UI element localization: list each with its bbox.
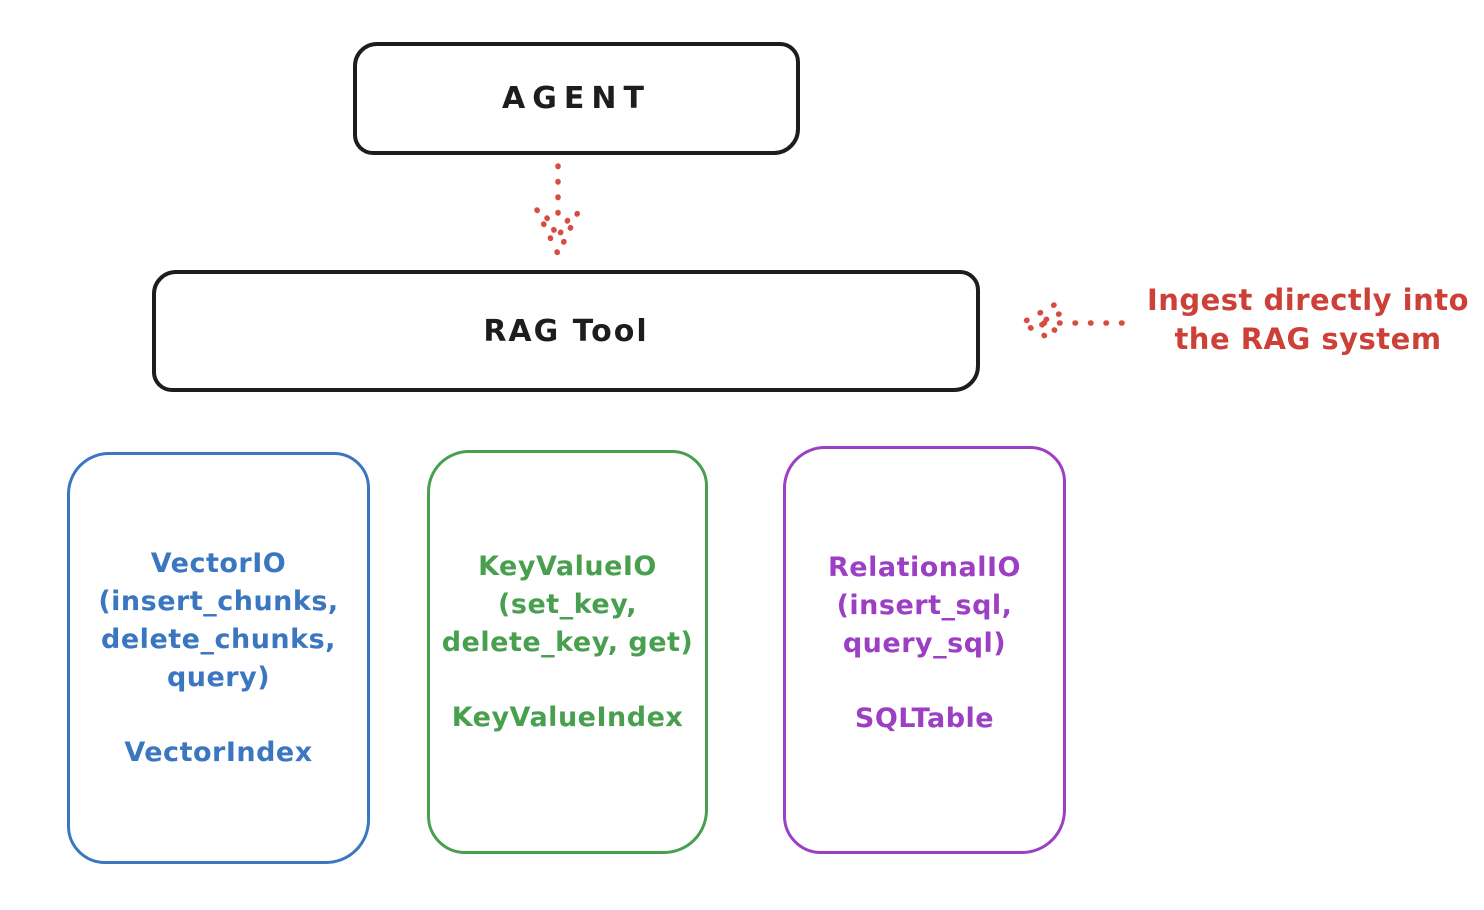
agent-node: AGENT [353, 42, 800, 155]
sql-table-label: SQLTable [854, 703, 995, 734]
vector-io-methods-line: query) [166, 662, 271, 693]
keyvalue-io-methods-line: (set_key, [498, 589, 637, 620]
keyvalue-io-methods-line: delete_key, get) [441, 627, 694, 658]
ingest-annotation-line2: the RAG system [1174, 322, 1442, 356]
relational-io-title: RelationalIO [828, 552, 1021, 583]
vector-io-node: VectorIO (insert_chunks, delete_chunks, … [67, 452, 370, 864]
annotation-to-rag-arrow-icon [1016, 302, 1137, 344]
keyvalue-index-label: KeyValueIndex [451, 702, 684, 733]
keyvalue-io-description: KeyValueIO (set_key, delete_key, get) [430, 548, 705, 662]
agent-node-label: AGENT [502, 81, 651, 116]
vector-io-title: VectorIO [150, 548, 287, 579]
keyvalue-io-title: KeyValueIO [478, 551, 657, 582]
rag-tool-node: RAG Tool [152, 270, 980, 392]
ingest-annotation: Ingest directly into the RAG system [1140, 281, 1476, 359]
vector-io-methods-line: delete_chunks, [101, 624, 336, 655]
keyvalue-io-node: KeyValueIO (set_key, delete_key, get) Ke… [427, 450, 708, 854]
vector-io-description: VectorIO (insert_chunks, delete_chunks, … [70, 545, 367, 697]
relational-io-methods-line: (insert_sql, [836, 590, 1013, 621]
ingest-annotation-line1: Ingest directly into [1146, 283, 1470, 317]
relational-io-methods-line: query_sql) [842, 628, 1007, 659]
rag-tool-node-label: RAG Tool [483, 313, 649, 349]
relational-io-node: RelationalIO (insert_sql, query_sql) SQL… [783, 446, 1066, 854]
relational-io-description: RelationalIO (insert_sql, query_sql) [786, 549, 1063, 663]
agent-to-rag-arrow-icon [534, 163, 582, 261]
vector-index-label: VectorIndex [124, 737, 313, 768]
vector-io-methods-line: (insert_chunks, [98, 586, 339, 617]
